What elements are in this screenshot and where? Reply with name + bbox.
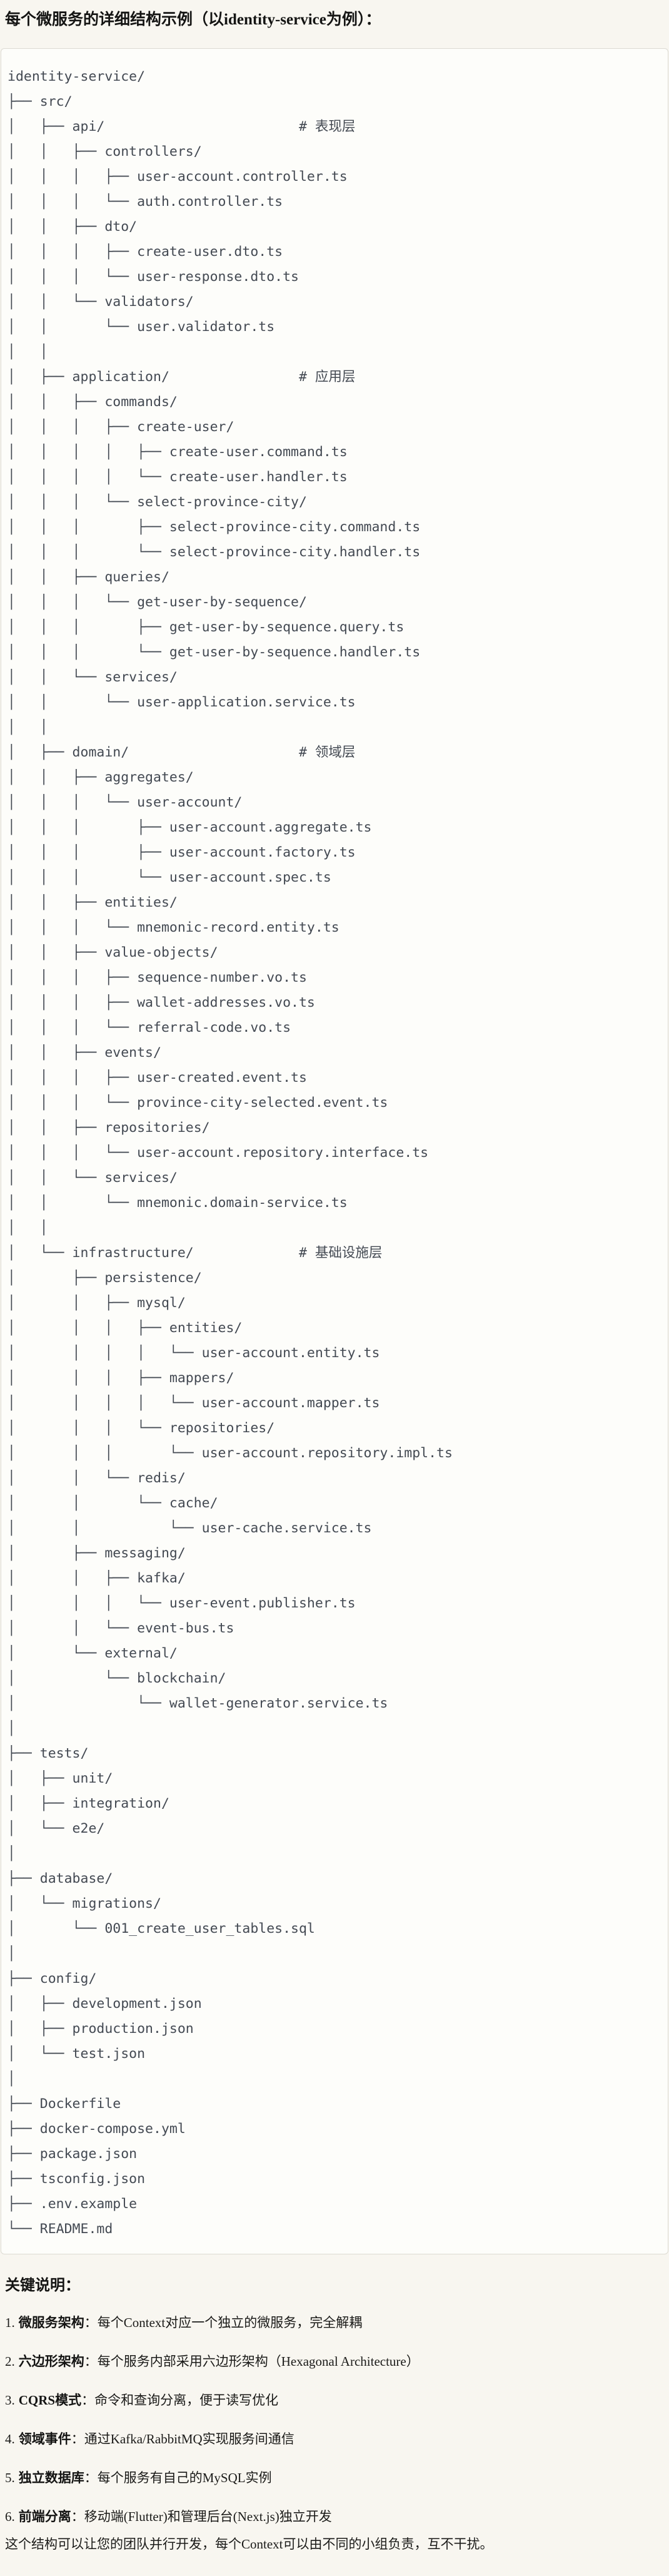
note-text: ：通过Kafka/RabbitMQ实现服务间通信 <box>71 2431 294 2446</box>
note-label: 前端分离 <box>18 2509 71 2524</box>
note-number: 4. <box>5 2431 15 2446</box>
list-item: 5.独立数据库：每个服务有自己的MySQL实例 <box>5 2468 664 2487</box>
notes-list: 1.微服务架构：每个Context对应一个独立的微服务，完全解耦 2.六边形架构… <box>0 2313 669 2526</box>
code-block: identity-service/ ├── src/ │ ├── api/ # … <box>1 48 668 2254</box>
note-number: 1. <box>5 2315 15 2330</box>
note-label: 六边形架构 <box>18 2354 84 2369</box>
note-text: ：每个服务有自己的MySQL实例 <box>84 2470 272 2485</box>
note-label: 独立数据库 <box>18 2470 84 2485</box>
notes-heading: 关键说明： <box>5 2278 80 2294</box>
list-item: 1.微服务架构：每个Context对应一个独立的微服务，完全解耦 <box>5 2313 664 2332</box>
note-label: 微服务架构 <box>18 2315 84 2330</box>
note-text: ：每个服务内部采用六边形架构（Hexagonal Architecture） <box>84 2354 420 2369</box>
list-item: 2.六边形架构：每个服务内部采用六边形架构（Hexagonal Architec… <box>5 2352 664 2371</box>
closing-paragraph: 这个结构可以让您的团队并行开发，每个Context可以由不同的小组负责，互不干扰… <box>5 2537 493 2552</box>
note-number: 6. <box>5 2509 15 2524</box>
list-item: 4.领域事件：通过Kafka/RabbitMQ实现服务间通信 <box>5 2430 664 2448</box>
note-text: ：移动端(Flutter)和管理后台(Next.js)独立开发 <box>71 2509 332 2524</box>
note-label: 领域事件 <box>18 2431 71 2446</box>
note-number: 2. <box>5 2354 15 2369</box>
note-text: ：命令和查询分离，便于读写优化 <box>81 2393 279 2408</box>
note-label: CQRS模式 <box>18 2393 82 2408</box>
note-number: 3. <box>5 2393 15 2408</box>
list-item: 6.前端分离：移动端(Flutter)和管理后台(Next.js)独立开发 <box>5 2507 664 2526</box>
note-number: 5. <box>5 2470 15 2485</box>
file-tree: identity-service/ ├── src/ │ ├── api/ # … <box>8 69 453 2237</box>
note-text: ：每个Context对应一个独立的微服务，完全解耦 <box>84 2315 363 2330</box>
list-item: 3.CQRS模式：命令和查询分离，便于读写优化 <box>5 2391 664 2410</box>
page-title: 每个微服务的详细结构示例（以identity-service为例）： <box>5 11 381 28</box>
